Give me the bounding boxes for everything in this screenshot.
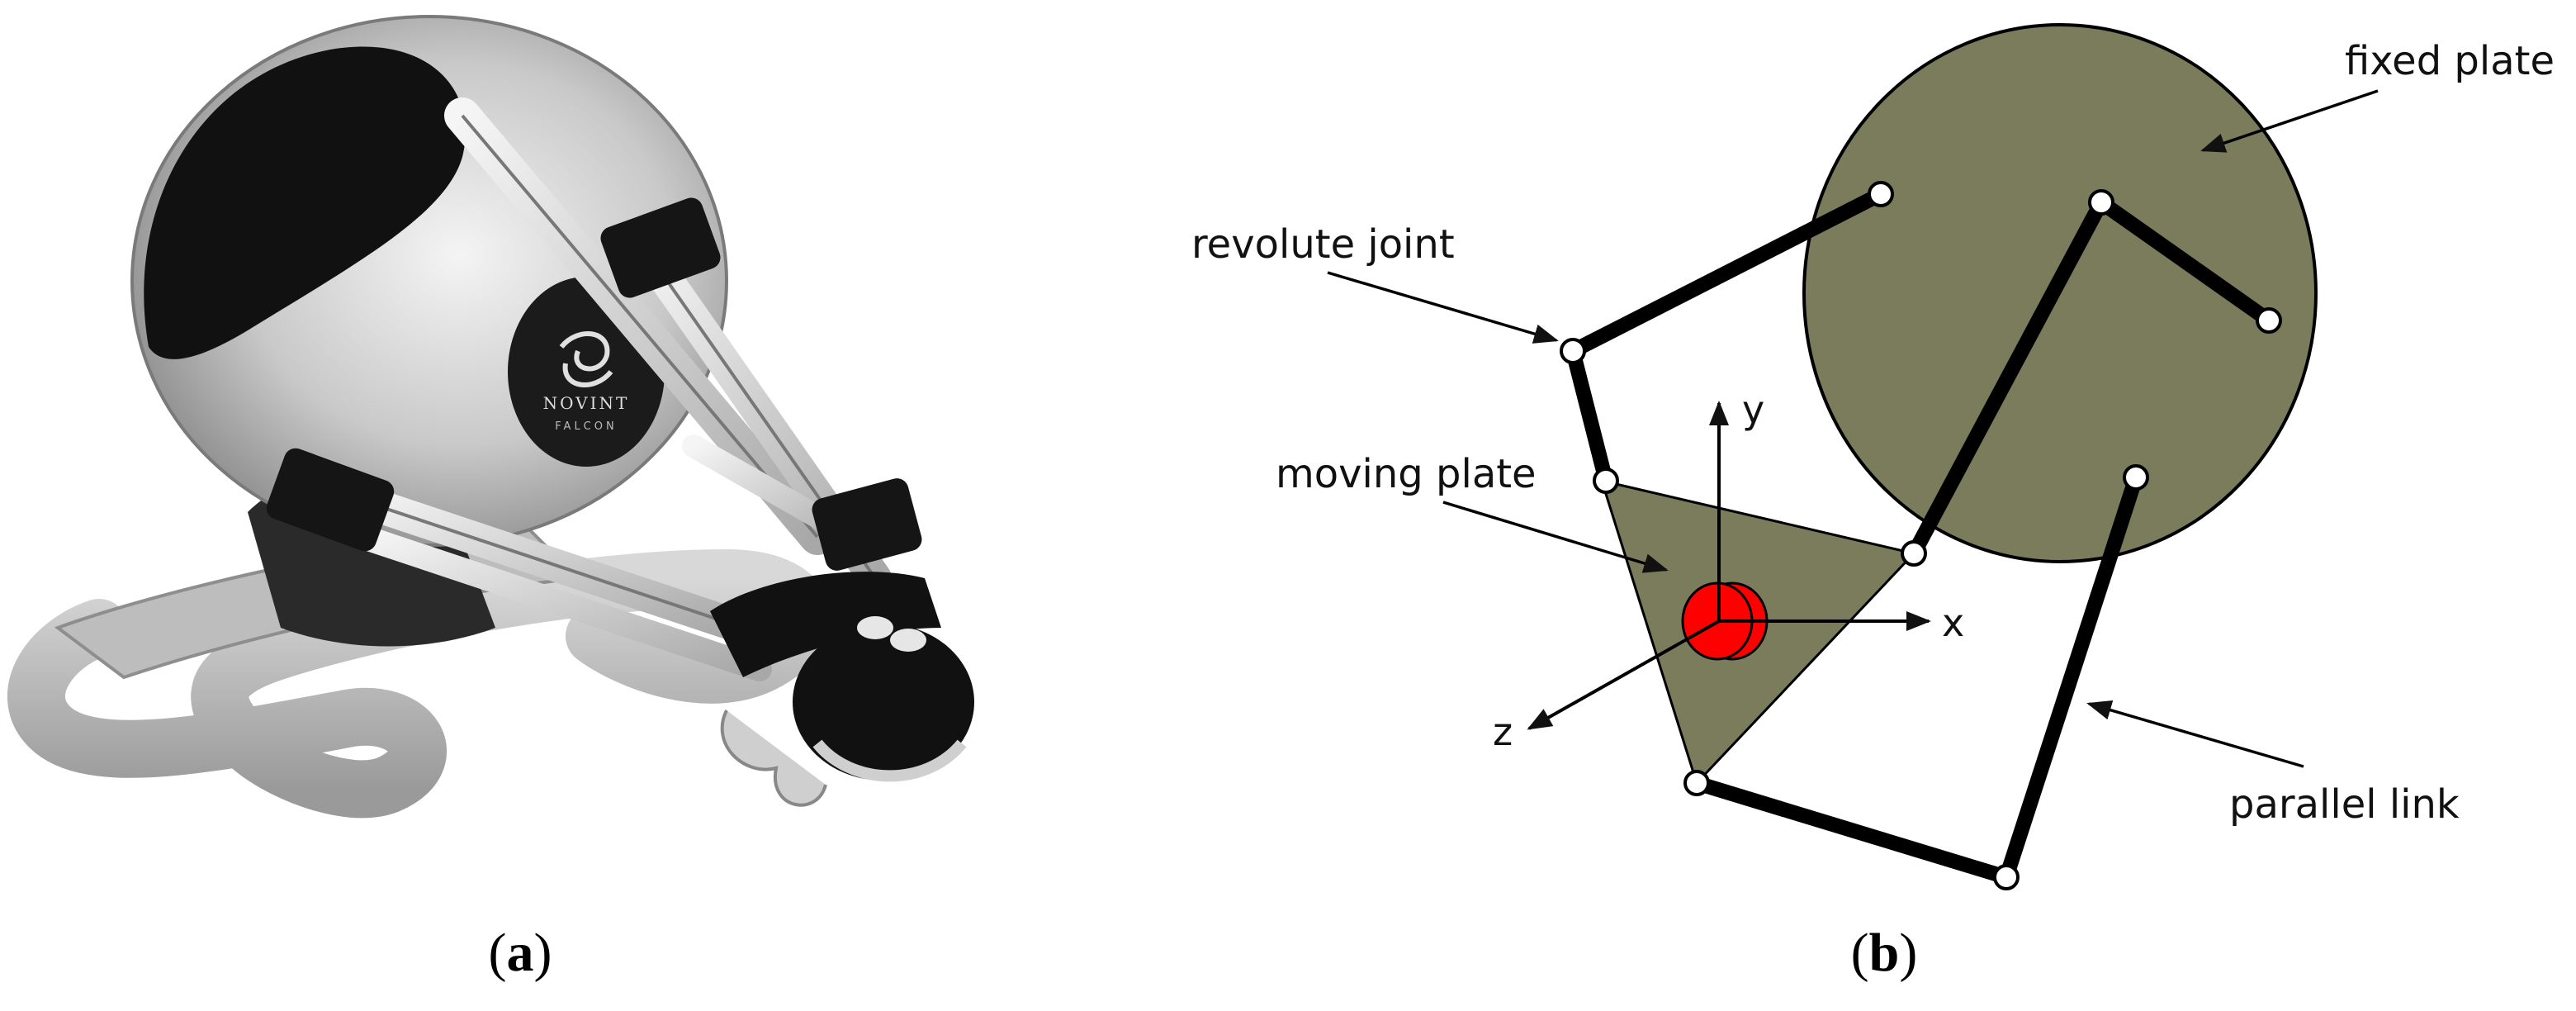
device-grip-fingers xyxy=(720,710,827,807)
parallel-link-arrow xyxy=(2086,700,2304,768)
link-3b xyxy=(1694,776,2009,885)
revolute-joint-label: revolute joint xyxy=(1191,221,1455,268)
caption-a: (a) xyxy=(489,923,552,983)
joint-8 xyxy=(1993,864,2020,890)
arm-joint-upper xyxy=(600,197,721,298)
joint-5 xyxy=(2256,307,2282,334)
moving-plate-label: moving plate xyxy=(1276,451,1537,497)
device-grip-highlight xyxy=(812,739,967,782)
x-axis-label: x xyxy=(1942,600,1964,645)
coordinate-axes xyxy=(1527,401,1931,730)
arm-joint-right xyxy=(812,478,922,571)
link-2b xyxy=(1907,198,2108,558)
parallel-link-label: parallel link xyxy=(2229,781,2460,828)
device-face-shell xyxy=(144,46,466,359)
fixed-plate-label: fixed plate xyxy=(2345,38,2555,84)
link-2a xyxy=(2096,196,2274,327)
joint-1 xyxy=(1868,181,1894,207)
fixed-plate-arrow xyxy=(2200,89,2379,153)
joint-4 xyxy=(2088,189,2114,216)
y-axis-label: y xyxy=(1742,387,1764,432)
panel-b-schematic: y x z fixed plate revolute joint moving … xyxy=(1191,23,2555,890)
grip-button-1 xyxy=(857,616,893,639)
grip-button-2 xyxy=(890,629,926,652)
moving-plate-arrow xyxy=(1442,501,1669,573)
revolute-joints xyxy=(1560,181,2282,890)
annotation-arrows xyxy=(1327,89,2379,768)
logo-text-line2: FALCON xyxy=(555,420,617,433)
joint-7 xyxy=(2123,464,2149,491)
device-grip-ball xyxy=(793,624,974,781)
link-1b xyxy=(1565,349,1613,483)
joint-9 xyxy=(1683,770,1710,796)
parallel-links xyxy=(1565,187,2274,885)
link-3a xyxy=(1999,475,2143,880)
arm-joint-left xyxy=(266,448,395,552)
z-axis-label: z xyxy=(1493,710,1513,754)
panel-a-device-illustration: NOVINT FALCON xyxy=(7,15,974,819)
revolute-joint-arrow xyxy=(1327,271,1559,344)
link-1a xyxy=(1569,187,1885,358)
caption-b: (b) xyxy=(1851,923,1918,983)
joint-3 xyxy=(1593,468,1619,494)
logo-text-line1: NOVINT xyxy=(543,393,630,413)
z-axis xyxy=(1527,619,1720,730)
logo-swirl-icon xyxy=(559,331,613,387)
device-grip-arm xyxy=(710,572,941,677)
joint-6 xyxy=(1901,540,1927,567)
joint-2 xyxy=(1560,338,1586,364)
